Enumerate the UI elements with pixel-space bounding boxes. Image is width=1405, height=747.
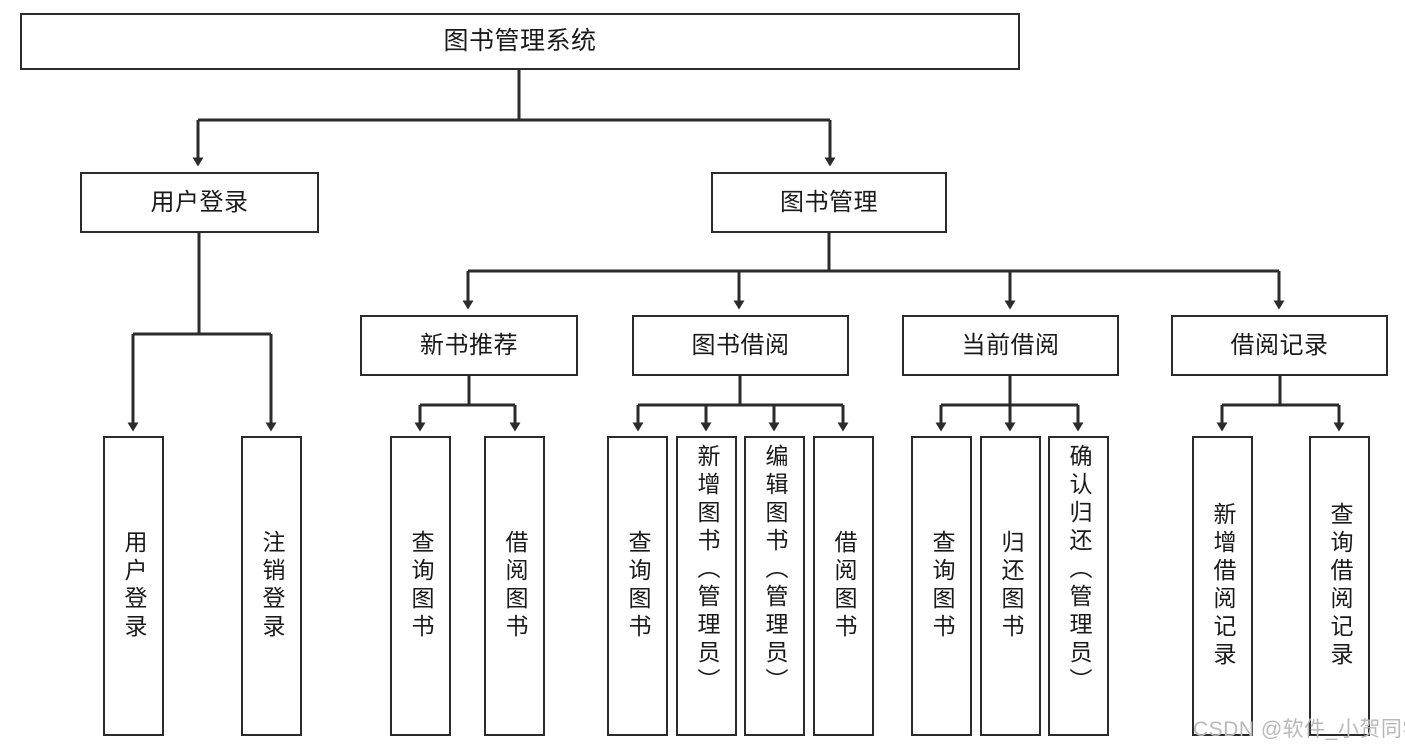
node-leaf-edit-book-admin-label: 编辑图书（管理员） — [762, 444, 788, 696]
node-leaf-return-book-label: 归还图书 — [998, 530, 1024, 642]
node-borrow-record[interactable]: 借阅记录 — [1171, 315, 1388, 376]
node-leaf-add-borrow-record[interactable]: 新增借阅记录 — [1192, 436, 1253, 736]
node-user-login-label: 用户登录 — [150, 188, 249, 216]
node-leaf-query-book-1[interactable]: 查询图书 — [390, 436, 451, 736]
watermark-text: CSDN @软件_小贺同学 — [1193, 718, 1405, 741]
node-leaf-confirm-return-admin[interactable]: 确认归还（管理员） — [1048, 436, 1109, 736]
node-new-book-recommend[interactable]: 新书推荐 — [360, 315, 578, 376]
node-leaf-query-borrow-record[interactable]: 查询借阅记录 — [1309, 436, 1370, 736]
node-leaf-logout[interactable]: 注销登录 — [241, 436, 302, 736]
node-current-borrow[interactable]: 当前借阅 — [902, 315, 1119, 376]
node-leaf-borrow-book-1-label: 借阅图书 — [502, 530, 528, 642]
node-book-borrow-label: 图书借阅 — [691, 331, 790, 359]
node-borrow-record-label: 借阅记录 — [1230, 331, 1329, 359]
node-leaf-logout-label: 注销登录 — [259, 530, 285, 642]
node-book-management[interactable]: 图书管理 — [711, 172, 947, 233]
node-user-login[interactable]: 用户登录 — [80, 172, 319, 233]
node-leaf-borrow-book-2[interactable]: 借阅图书 — [813, 436, 874, 736]
node-root-label: 图书管理系统 — [443, 27, 597, 56]
node-leaf-borrow-book-1[interactable]: 借阅图书 — [484, 436, 545, 736]
node-leaf-borrow-book-2-label: 借阅图书 — [831, 530, 857, 642]
node-leaf-query-book-2[interactable]: 查询图书 — [607, 436, 668, 736]
node-leaf-return-book[interactable]: 归还图书 — [980, 436, 1041, 736]
node-leaf-query-book-3[interactable]: 查询图书 — [911, 436, 972, 736]
node-leaf-add-book-admin-label: 新增图书（管理员） — [694, 444, 720, 696]
node-current-borrow-label: 当前借阅 — [961, 331, 1060, 359]
node-leaf-query-book-2-label: 查询图书 — [625, 530, 651, 642]
node-leaf-query-book-1-label: 查询图书 — [408, 530, 434, 642]
node-leaf-confirm-return-admin-label: 确认归还（管理员） — [1066, 444, 1092, 696]
node-root[interactable]: 图书管理系统 — [20, 13, 1020, 70]
node-leaf-query-borrow-record-label: 查询借阅记录 — [1327, 502, 1353, 670]
node-new-book-recommend-label: 新书推荐 — [420, 331, 518, 359]
node-leaf-edit-book-admin[interactable]: 编辑图书（管理员） — [744, 436, 805, 736]
node-book-management-label: 图书管理 — [780, 188, 878, 216]
node-leaf-user-login-label: 用户登录 — [121, 530, 147, 642]
node-leaf-add-borrow-record-label: 新增借阅记录 — [1210, 502, 1236, 670]
node-leaf-add-book-admin[interactable]: 新增图书（管理员） — [676, 436, 737, 736]
node-leaf-user-login[interactable]: 用户登录 — [103, 436, 164, 736]
node-book-borrow[interactable]: 图书借阅 — [632, 315, 849, 376]
node-leaf-query-book-3-label: 查询图书 — [929, 530, 955, 642]
